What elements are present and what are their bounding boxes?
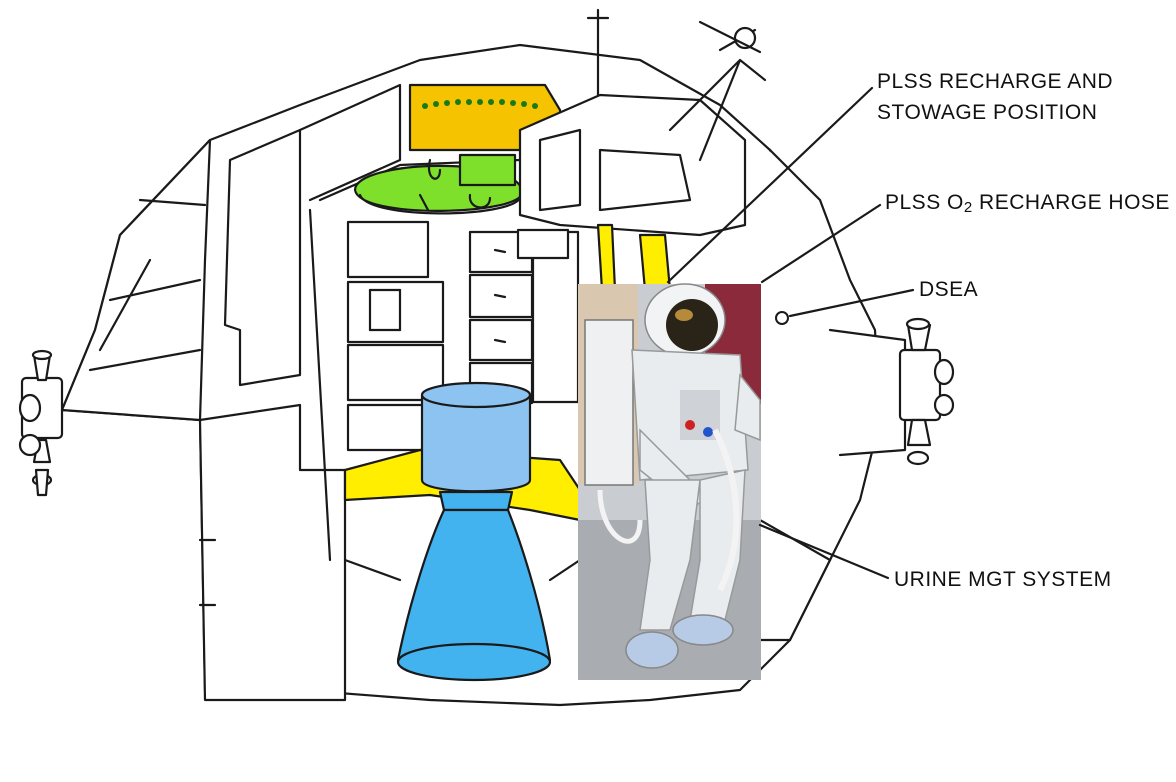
label-plss-hose-subscript: 2: [963, 199, 973, 216]
label-plss-hose-suffix: RECHARGE HOSE: [972, 191, 1170, 214]
hatch-vents: [422, 99, 538, 109]
left-rcs-thruster: [18, 349, 64, 497]
leader-line-plss-hose: [760, 203, 882, 284]
label-plss-o2-recharge-hose: PLSS O2 RECHARGE HOSE: [885, 187, 1170, 220]
label-plss-hose-prefix: PLSS O: [885, 191, 964, 214]
label-plss-recharge-stowage: PLSS RECHARGE AND STOWAGE POSITION: [877, 66, 1113, 128]
right-rcs-thruster: [898, 317, 955, 466]
leader-line-plss-stowage: [666, 86, 874, 284]
storage-drawers: [468, 230, 580, 405]
label-urine-mgt-system: URINE MGT SYSTEM: [894, 568, 1112, 591]
upper-equipment-bay: [518, 93, 747, 237]
o2-recharge-hose: [596, 223, 617, 292]
astronaut-photo: [578, 283, 761, 680]
ascent-engine: [396, 381, 552, 682]
leader-line-dsea: [788, 288, 915, 318]
label-plss-stowage-line1: PLSS RECHARGE AND: [877, 70, 1114, 93]
antenna-mast: [586, 8, 610, 97]
label-dsea: DSEA: [919, 278, 979, 301]
leader-line-urine: [758, 523, 890, 580]
label-plss-stowage-line2: STOWAGE POSITION: [877, 101, 1098, 124]
left-quadrant: [60, 138, 212, 422]
